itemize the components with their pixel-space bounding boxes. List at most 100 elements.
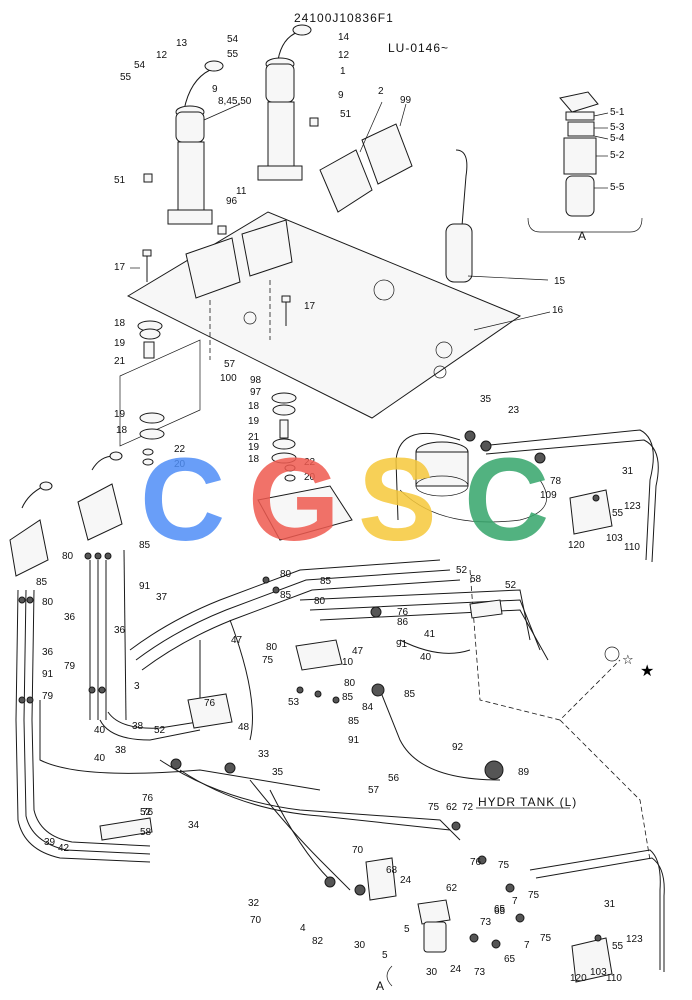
detail-view-label: A bbox=[578, 229, 587, 243]
left-lever-assembly bbox=[167, 60, 241, 225]
callout-number: 4 bbox=[300, 923, 306, 934]
callout-number: 15 bbox=[554, 276, 566, 287]
callout-number: 16 bbox=[552, 305, 564, 316]
callout-number: 18 bbox=[248, 401, 260, 412]
star-marker: ★ bbox=[640, 661, 654, 680]
callout-number: 36 bbox=[42, 647, 54, 658]
callout-number: 92 bbox=[452, 742, 464, 753]
callout-number: 18 bbox=[248, 454, 260, 465]
callout-number: 12 bbox=[338, 50, 350, 61]
callout-number: 62 bbox=[446, 883, 458, 894]
callout-number: 85 bbox=[404, 689, 416, 700]
callout-number: 55 bbox=[120, 72, 132, 83]
callout-number: 65 bbox=[494, 904, 506, 915]
callout-number: 100 bbox=[220, 373, 237, 384]
callout-number: 23 bbox=[508, 405, 520, 416]
callout-number: 37 bbox=[156, 592, 168, 603]
callout-number: 35 bbox=[272, 767, 284, 778]
callout-number: 5-1 bbox=[610, 107, 625, 118]
serial-range: LU-0146~ bbox=[388, 41, 449, 55]
callout-number: 7 bbox=[512, 896, 518, 907]
callout-number: 85 bbox=[36, 577, 48, 588]
callout-number: 79 bbox=[64, 661, 76, 672]
callout-number: 17 bbox=[114, 262, 126, 273]
callout-number: 84 bbox=[362, 702, 374, 713]
callout-number: 20 bbox=[304, 472, 316, 483]
callout-number: 103 bbox=[590, 967, 607, 978]
callout-number: 47 bbox=[231, 635, 243, 646]
callout-number: 40 bbox=[94, 753, 106, 764]
callout-number: 91 bbox=[42, 669, 54, 680]
callout-number: 75 bbox=[498, 860, 510, 871]
callout-number: 22 bbox=[174, 444, 186, 455]
callout-number: 73 bbox=[480, 917, 492, 928]
callout-number: 32 bbox=[248, 898, 260, 909]
callout-number: 97 bbox=[250, 387, 262, 398]
callout-numbers: 54551412131254551998,45,5029951511196171… bbox=[36, 32, 643, 984]
callout-number: 5 bbox=[404, 924, 410, 935]
callout-number: 54 bbox=[134, 60, 146, 71]
callout-number: 65 bbox=[504, 954, 516, 965]
part-number: 24100J10836F1 bbox=[294, 11, 394, 25]
clamps bbox=[99, 489, 613, 983]
callout-number: 31 bbox=[604, 899, 616, 910]
callout-number: 40 bbox=[94, 725, 106, 736]
callout-number: 36 bbox=[64, 612, 76, 623]
callout-number: 5 bbox=[382, 950, 388, 961]
callout-number: 34 bbox=[188, 820, 200, 831]
control-valves bbox=[187, 485, 451, 953]
callout-number: 76 bbox=[204, 698, 216, 709]
callout-number: 5-3 bbox=[610, 122, 625, 133]
callout-number: 24 bbox=[400, 875, 412, 886]
callout-number: 80 bbox=[344, 678, 356, 689]
callout-number: 13 bbox=[176, 38, 188, 49]
callout-number: 47 bbox=[352, 646, 364, 657]
callout-number: 52 bbox=[456, 565, 468, 576]
callout-number: 65 bbox=[494, 906, 506, 917]
callout-number: 7 bbox=[524, 940, 530, 951]
callout-number: 2 bbox=[378, 86, 384, 97]
callout-number: 76 bbox=[142, 807, 154, 818]
detail-view-a: A bbox=[527, 91, 643, 243]
callout-number: 19 bbox=[114, 338, 126, 349]
callout-number: 30 bbox=[354, 940, 366, 951]
callout-number: 91 bbox=[139, 581, 151, 592]
callout-number: 30 bbox=[426, 967, 438, 978]
callout-number: 19 bbox=[248, 416, 260, 427]
callout-number: 62 bbox=[446, 802, 458, 813]
fittings bbox=[18, 430, 620, 949]
callout-number: 68 bbox=[386, 865, 398, 876]
callout-number: 75 bbox=[528, 890, 540, 901]
hose-bundles bbox=[15, 429, 665, 972]
callout-number: 85 bbox=[280, 590, 292, 601]
section-arrow-left bbox=[386, 965, 393, 987]
callout-number: 21 bbox=[248, 432, 260, 443]
callout-number: 51 bbox=[340, 109, 352, 120]
callout-number: 120 bbox=[568, 540, 585, 551]
callout-number: 75 bbox=[428, 802, 440, 813]
callout-number: 79 bbox=[42, 691, 54, 702]
callout-number: 33 bbox=[258, 749, 270, 760]
callout-number: 58 bbox=[470, 574, 482, 585]
callout-number: 17 bbox=[304, 301, 316, 312]
switch-brackets bbox=[319, 101, 413, 213]
watermark-letter: G bbox=[248, 434, 340, 566]
watermark-letter: C bbox=[140, 434, 225, 566]
callout-number: 20 bbox=[174, 459, 186, 470]
callout-number: 76 bbox=[397, 607, 409, 618]
callout-number: 3 bbox=[134, 681, 140, 692]
callout-number: 54 bbox=[227, 34, 239, 45]
callout-number: 42 bbox=[58, 843, 70, 854]
callout-number: 14 bbox=[338, 32, 350, 43]
callout-number: 18 bbox=[114, 318, 126, 329]
callout-number: 31 bbox=[622, 466, 634, 477]
callout-number: 40 bbox=[420, 652, 432, 663]
callout-number: 41 bbox=[424, 629, 436, 640]
callout-number: 110 bbox=[606, 973, 622, 984]
callout-number: 103 bbox=[606, 533, 623, 544]
bolts bbox=[130, 117, 319, 326]
switch-boxes bbox=[185, 219, 293, 360]
hollow-star-marker: ☆ bbox=[622, 653, 634, 668]
callout-number: 52 bbox=[140, 807, 152, 818]
